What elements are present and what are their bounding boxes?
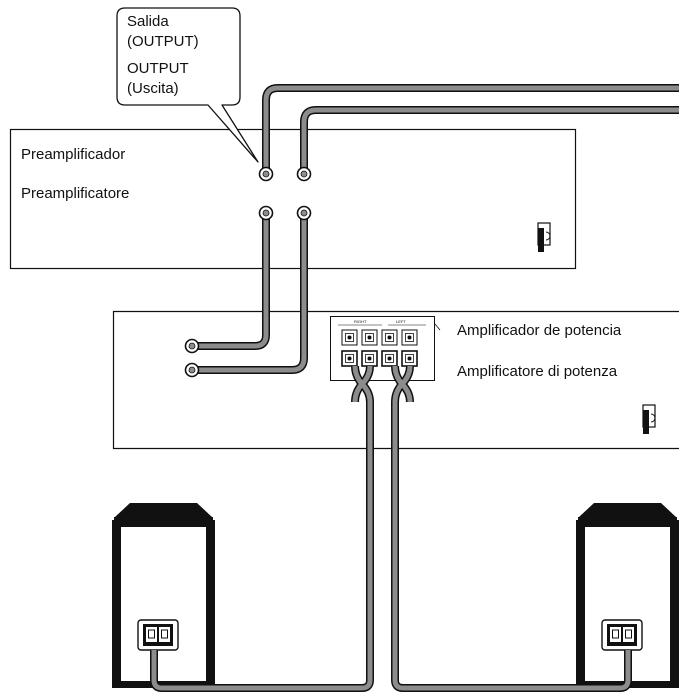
preamplifier-unit <box>9 128 577 270</box>
terminal-post-top-1 <box>341 329 358 346</box>
preamp-to-amp-cable-1 <box>192 212 269 349</box>
terminal-post-bottom-4 <box>401 350 418 367</box>
preamp-label-es: Preamplificador <box>21 146 126 163</box>
preamp-output-jack-2 <box>296 166 312 182</box>
power-amp-input-jack-2 <box>184 362 200 378</box>
output-cable-1 <box>263 85 679 172</box>
left-speaker <box>112 503 215 688</box>
terminal-label-left: LEFT <box>396 319 406 324</box>
preamp-output-jack-1 <box>258 166 274 182</box>
preamp-label-it: Preamplificatore <box>21 185 130 202</box>
power-amp-label-es: Amplificador de potencia <box>457 322 622 339</box>
power-amp-label-it: Amplificatore di potenza <box>457 363 618 380</box>
right-speaker <box>576 503 679 688</box>
output-cable-2 <box>301 107 679 172</box>
callout-line-salida: Salida <box>127 13 169 30</box>
terminal-post-top-2 <box>361 329 378 346</box>
preamp-to-amp-cable-2 <box>192 212 307 373</box>
terminal-label-right: RIGHT <box>354 319 367 324</box>
power-amp-power-plug-icon <box>642 404 656 434</box>
preamp-power-plug-icon <box>537 222 551 252</box>
terminal-post-top-4 <box>401 329 418 346</box>
terminal-post-bottom-3 <box>381 350 398 367</box>
speaker-terminal-panel <box>330 316 441 381</box>
amp-to-left-speaker-cable-b <box>352 365 373 403</box>
output-callout-bubble <box>116 7 259 163</box>
preamp-lower-jack-1 <box>258 205 274 221</box>
right-speaker-terminal <box>601 619 643 651</box>
amp-to-left-speaker-cable <box>151 365 373 691</box>
preamp-lower-jack-2 <box>296 205 312 221</box>
amp-to-right-speaker-cable-b <box>392 365 631 691</box>
terminal-post-bottom-1 <box>341 350 358 367</box>
callout-line-output-es: (OUTPUT) <box>127 33 199 50</box>
terminal-post-top-3 <box>381 329 398 346</box>
callout-line-output-it: OUTPUT <box>127 60 189 77</box>
power-amp-input-jack-1 <box>184 338 200 354</box>
terminal-post-bottom-2 <box>361 350 378 367</box>
left-speaker-terminal <box>137 619 179 651</box>
callout-line-uscita: (Uscita) <box>127 80 179 97</box>
